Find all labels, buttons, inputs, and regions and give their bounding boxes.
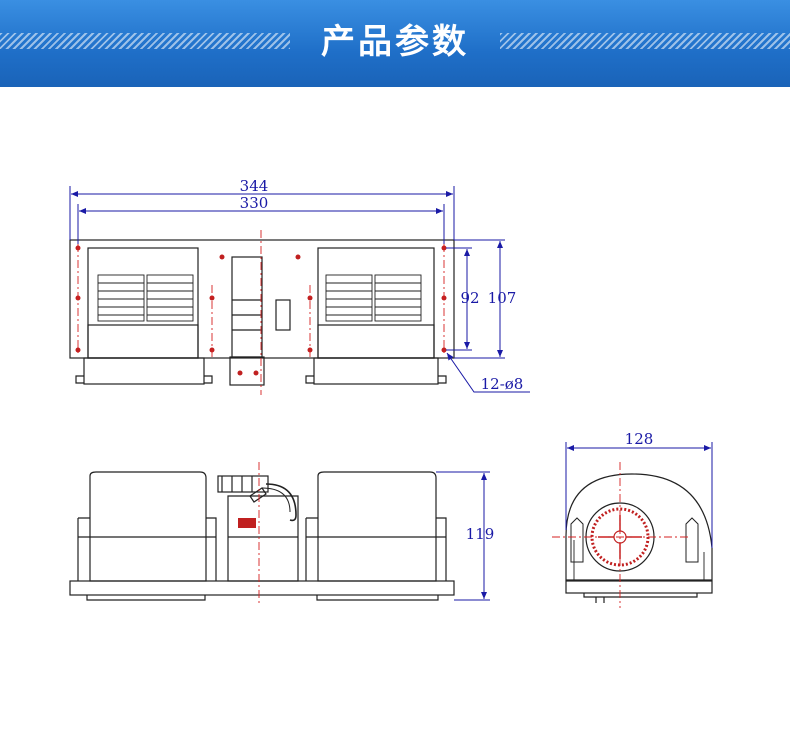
header-stripe-right	[500, 33, 790, 49]
volute-housing	[565, 473, 713, 581]
motor-connector-top	[229, 256, 291, 386]
top-view	[69, 239, 455, 386]
dim-overall-width: 344	[240, 177, 269, 195]
right-grille	[325, 274, 422, 322]
base-plate-front	[69, 580, 455, 596]
dimension-lines-side	[565, 442, 713, 548]
dim-side-width: 128	[625, 430, 654, 448]
dimension-lines-top	[69, 186, 530, 393]
left-housing-front	[77, 471, 217, 582]
side-view	[565, 473, 713, 603]
right-housing-top	[305, 247, 447, 385]
dim-overall-height: 107	[488, 289, 517, 307]
motor-front	[217, 475, 299, 582]
left-grille	[97, 274, 194, 322]
page-title: 产品参数	[321, 22, 469, 62]
mounting-plate-top	[69, 239, 455, 359]
left-housing-top	[75, 247, 213, 385]
header-banner: 产品参数	[0, 0, 790, 87]
dim-hole-height: 92	[460, 289, 479, 307]
dim-hole-width: 330	[240, 194, 269, 212]
dim-side-height: 119	[466, 525, 495, 543]
dimension-lines-front	[436, 471, 490, 601]
dim-holes-callout: 12-ø8	[481, 375, 524, 393]
centerlines-side	[552, 462, 690, 608]
header-stripe-left	[0, 33, 290, 49]
centerlines-top	[77, 230, 445, 395]
base-plate-side	[565, 580, 713, 594]
right-housing-front	[305, 471, 447, 582]
front-view	[69, 471, 455, 601]
